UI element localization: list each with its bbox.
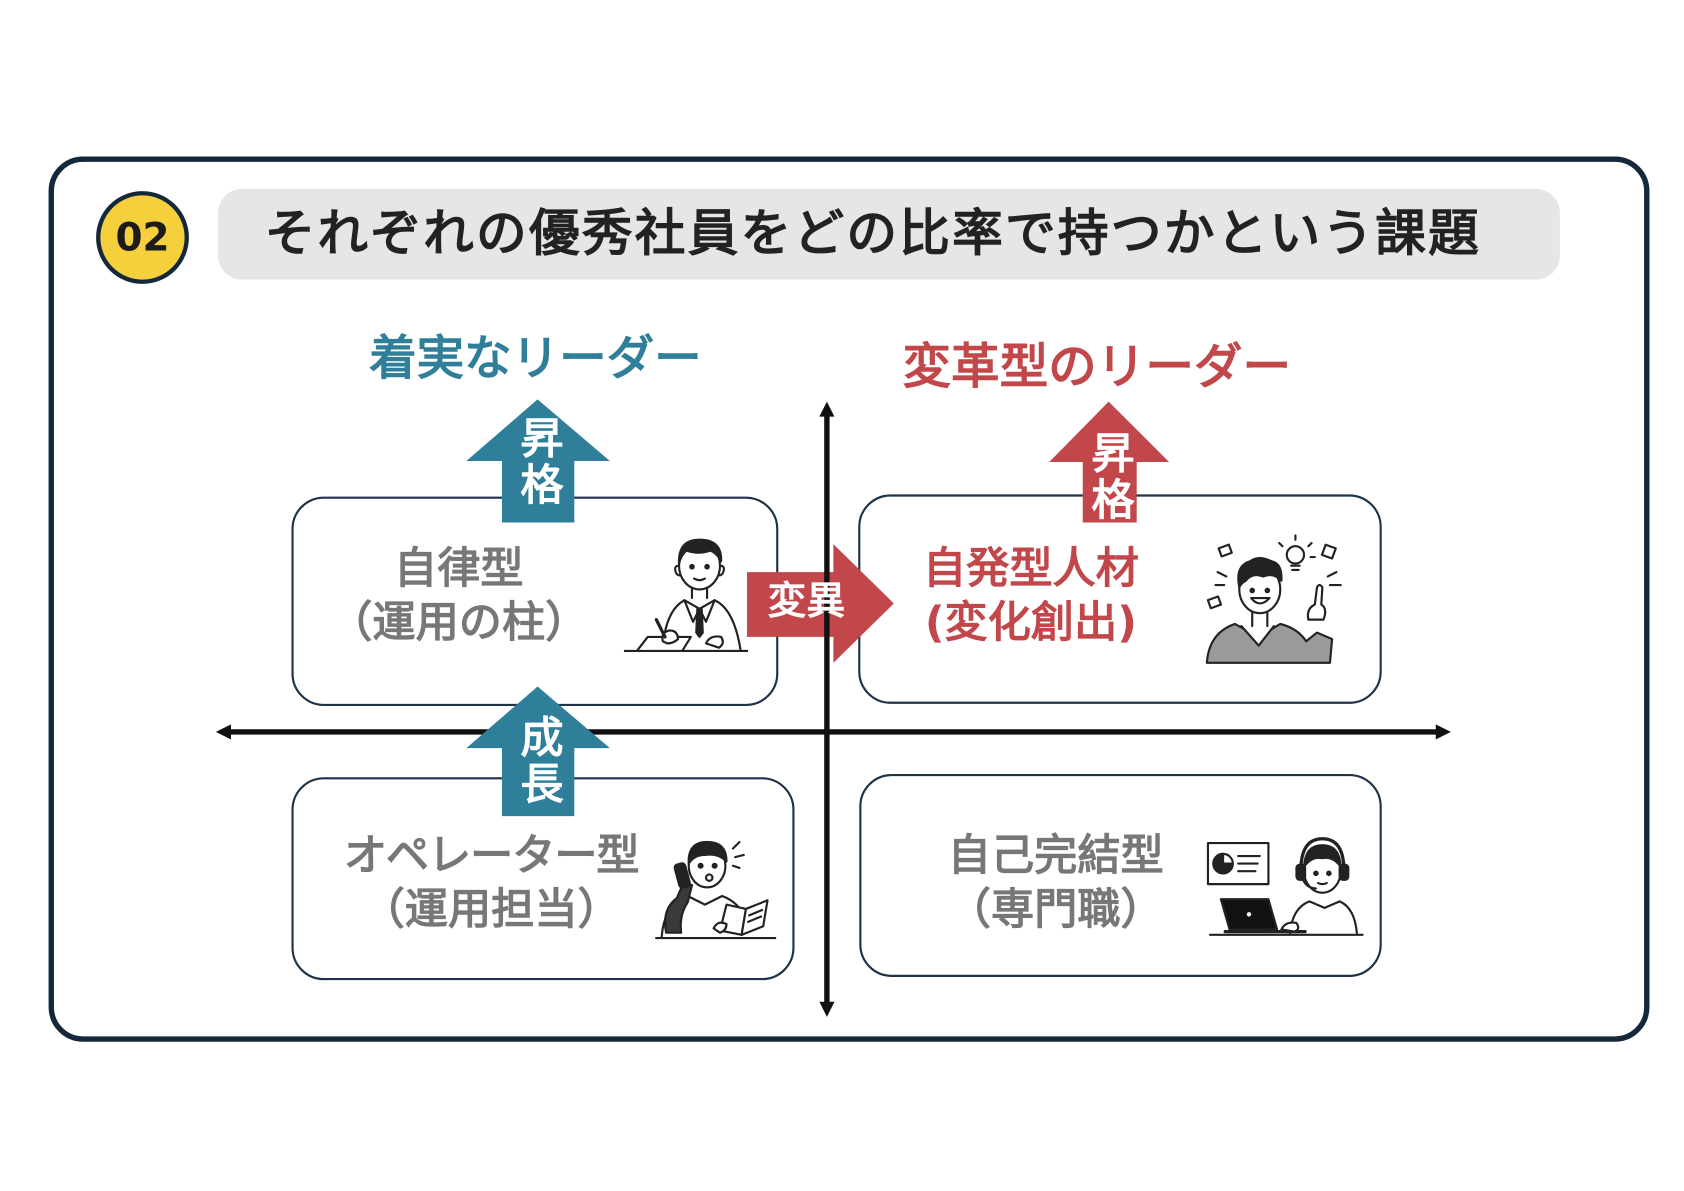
axis-arrowhead-left: [216, 724, 231, 739]
axis-arrowhead-right: [1436, 724, 1451, 739]
promotion-label-right: 昇格: [1087, 431, 1130, 524]
vertical-axis: [819, 402, 834, 1017]
mutation-label: 変異: [768, 581, 846, 624]
promotion-label-left: 昇格: [516, 416, 559, 509]
axis-arrowhead-bottom: [819, 1002, 834, 1017]
horizontal-axis: [216, 724, 1451, 739]
axis-arrowhead-top: [819, 402, 834, 417]
growth-label: 成長: [516, 715, 559, 808]
